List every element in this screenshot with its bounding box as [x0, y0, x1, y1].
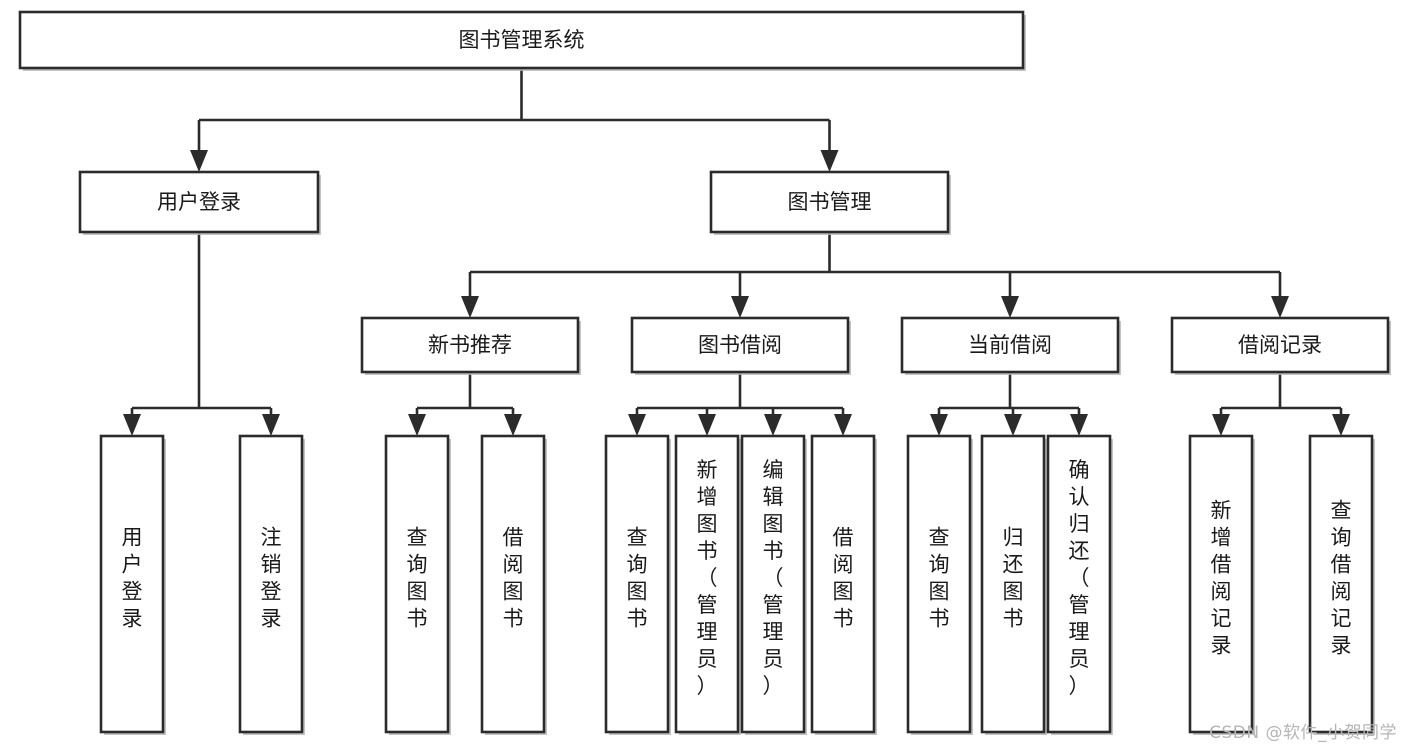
- node-label: 新增借阅记录: [1211, 499, 1232, 658]
- node-rect[interactable]: [674, 434, 740, 734]
- arrow-head-icon: [820, 150, 839, 172]
- arrow-head-icon: [698, 414, 716, 436]
- node-rect[interactable]: [384, 434, 450, 734]
- arrow-head-icon: [408, 414, 426, 436]
- node-rect[interactable]: [18, 10, 1025, 70]
- node-label: 借阅图书: [503, 526, 524, 631]
- arrow-head-icon: [190, 150, 208, 172]
- node-rect[interactable]: [480, 434, 546, 734]
- node-label: 新书推荐: [428, 333, 512, 357]
- node-label: 注销登录: [261, 526, 282, 631]
- arrow-head-icon: [1004, 414, 1022, 436]
- node-leaf-borrow-book-1[interactable]: 借阅图书: [480, 434, 547, 735]
- node-label: 图书管理系统: [459, 28, 585, 52]
- connector-lines: [123, 68, 1350, 436]
- node-label: 当前借阅: [968, 333, 1052, 357]
- arrow-head-icon: [504, 414, 522, 436]
- node-boxes: 图书管理系统用户登录图书管理新书推荐图书借阅当前借阅借阅记录用户登录注销登录查询…: [18, 10, 1391, 735]
- arrow-head-icon: [834, 414, 852, 436]
- node-leaf-query-book-2[interactable]: 查询图书: [604, 434, 671, 735]
- node-rect[interactable]: [810, 434, 876, 734]
- node-rect[interactable]: [740, 434, 806, 734]
- node-rect[interactable]: [604, 434, 670, 734]
- node-root[interactable]: 图书管理系统: [18, 10, 1026, 71]
- node-rect[interactable]: [900, 316, 1120, 374]
- node-rect[interactable]: [360, 316, 580, 374]
- node-leaf-edit-book[interactable]: 编辑图书（管理员）: [740, 434, 807, 735]
- node-leaf-return-book[interactable]: 归还图书: [980, 434, 1047, 735]
- node-label: 图书管理: [788, 190, 872, 214]
- node-label: 编辑图书（管理员）: [763, 458, 784, 698]
- arrow-head-icon: [1001, 296, 1019, 318]
- node-label: 查询借阅记录: [1331, 499, 1352, 658]
- node-rect[interactable]: [906, 434, 972, 734]
- node-rect[interactable]: [980, 434, 1046, 734]
- node-borrow[interactable]: 图书借阅: [630, 316, 851, 375]
- node-rect[interactable]: [78, 170, 320, 234]
- node-login[interactable]: 用户登录: [78, 170, 321, 235]
- node-leaf-add-record[interactable]: 新增借阅记录: [1188, 434, 1255, 735]
- node-leaf-query-book-3[interactable]: 查询图书: [906, 434, 973, 735]
- node-leaf-user-logout[interactable]: 注销登录: [238, 434, 305, 735]
- node-leaf-confirm-return[interactable]: 确认归还（管理员）: [1046, 434, 1113, 735]
- arrow-head-icon: [731, 296, 749, 318]
- node-label: 归还图书: [1003, 526, 1024, 631]
- arrow-head-icon: [1271, 296, 1289, 318]
- arrow-head-icon: [1070, 414, 1088, 436]
- node-label: 用户登录: [122, 526, 143, 631]
- arrow-head-icon: [461, 296, 479, 318]
- node-leaf-query-book-1[interactable]: 查询图书: [384, 434, 451, 735]
- arrow-head-icon: [628, 414, 646, 436]
- node-label: 新增图书（管理员）: [697, 458, 718, 698]
- node-label: 查询图书: [407, 526, 428, 631]
- node-label: 确认归还（管理员）: [1069, 458, 1090, 698]
- node-rect[interactable]: [1308, 434, 1374, 734]
- arrow-head-icon: [1332, 414, 1350, 436]
- arrow-head-icon: [1212, 414, 1230, 436]
- node-label: 图书借阅: [698, 333, 782, 357]
- node-leaf-user-login[interactable]: 用户登录: [99, 434, 166, 735]
- node-leaf-borrow-book-2[interactable]: 借阅图书: [810, 434, 877, 735]
- node-label: 借阅图书: [833, 526, 854, 631]
- node-leaf-query-record[interactable]: 查询借阅记录: [1308, 434, 1375, 735]
- node-current[interactable]: 当前借阅: [900, 316, 1121, 375]
- node-label: 用户登录: [157, 190, 241, 214]
- node-rect[interactable]: [1046, 434, 1112, 734]
- arrow-head-icon: [123, 414, 141, 436]
- node-rect[interactable]: [630, 316, 850, 374]
- node-rect[interactable]: [1188, 434, 1254, 734]
- arrow-head-icon: [930, 414, 948, 436]
- node-bookmgmt[interactable]: 图书管理: [709, 170, 951, 235]
- node-rect[interactable]: [709, 170, 950, 234]
- node-rect[interactable]: [238, 434, 304, 734]
- arrow-head-icon: [764, 414, 782, 436]
- node-rect[interactable]: [99, 434, 165, 734]
- node-label: 查询图书: [627, 526, 648, 631]
- arrow-head-icon: [262, 414, 280, 436]
- node-rect[interactable]: [1170, 316, 1390, 374]
- node-label: 查询图书: [929, 526, 950, 631]
- node-leaf-add-book[interactable]: 新增图书（管理员）: [674, 434, 741, 735]
- node-label: 借阅记录: [1238, 333, 1322, 357]
- node-newbook[interactable]: 新书推荐: [360, 316, 581, 375]
- node-records[interactable]: 借阅记录: [1170, 316, 1391, 375]
